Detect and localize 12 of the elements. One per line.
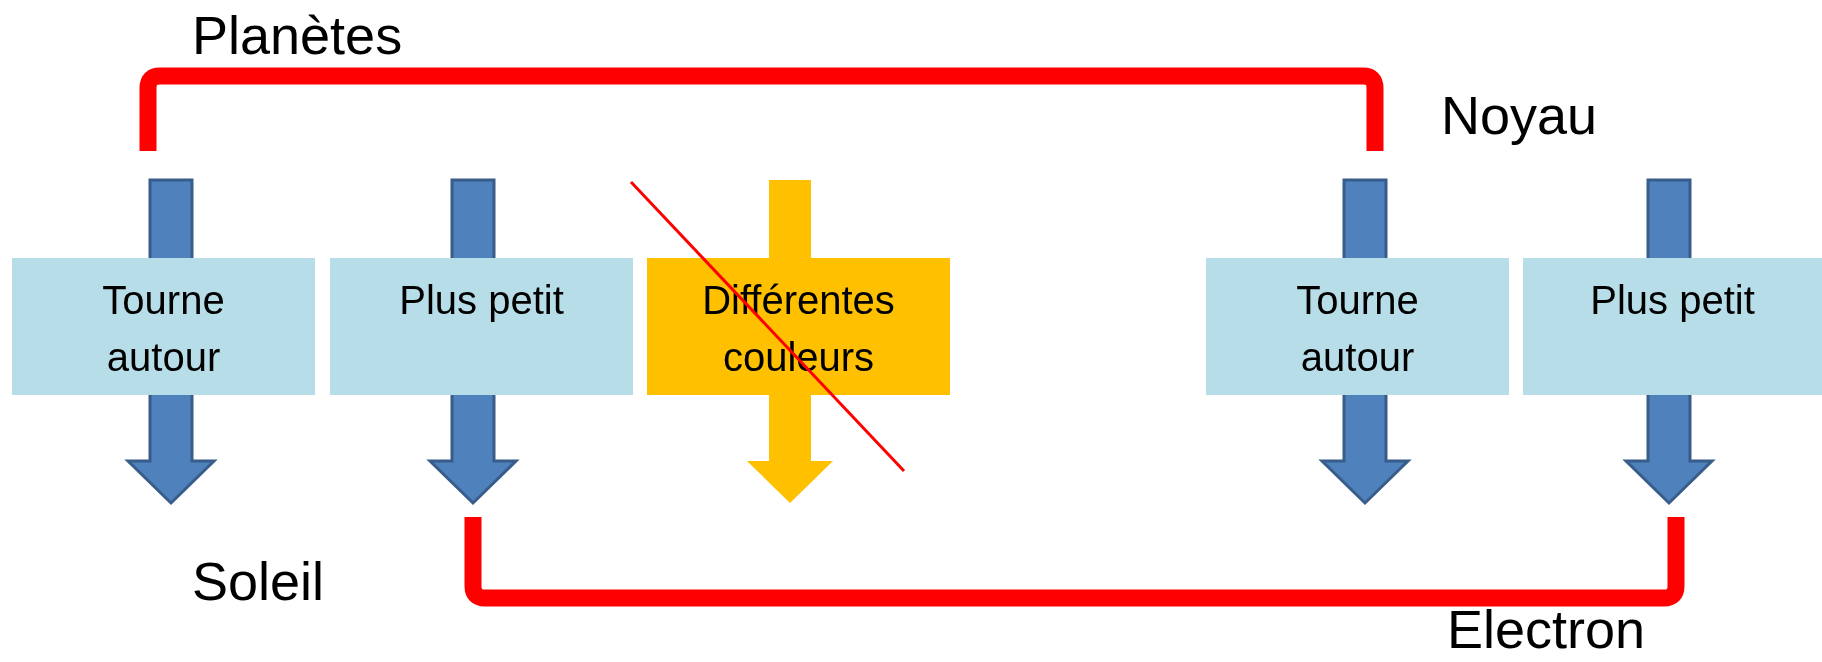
box-text: Tourne autour — [101, 277, 226, 381]
text-box — [1206, 258, 1509, 395]
box-text: Plus petit — [1589, 277, 1756, 324]
label: Planètes — [192, 4, 403, 66]
box-text: Tourne autour — [1295, 277, 1420, 381]
text-box — [1523, 258, 1822, 395]
box-text: Plus petit — [398, 277, 565, 324]
text-box — [12, 258, 315, 395]
text-box — [330, 258, 633, 395]
label: Electron — [1447, 598, 1646, 660]
label: Soleil — [192, 550, 325, 612]
label: Noyau — [1441, 84, 1598, 146]
